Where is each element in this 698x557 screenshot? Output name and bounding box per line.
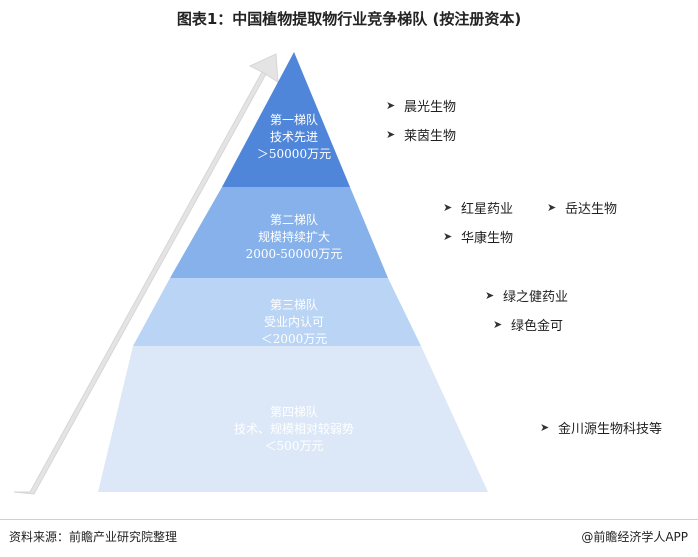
arrow-right-icon: ➤ xyxy=(493,318,503,331)
company-name: 华康生物 xyxy=(461,231,514,246)
tier-3-desc: 受业内认可 xyxy=(263,315,324,329)
company-item: ➤ 绿色金可 xyxy=(493,315,563,334)
company-item: ➤ 晨光生物 xyxy=(386,96,456,115)
company-name: 金川源生物科技等 xyxy=(558,422,663,437)
tier-2-label: 第二梯队 规模持续扩大 2000-50000万元 xyxy=(214,212,374,263)
tier-2-range: 2000-50000万元 xyxy=(245,247,343,261)
tier-4-range: ＜500万元 xyxy=(264,439,324,453)
tier-2-desc: 规模持续扩大 xyxy=(257,230,330,244)
company-name: 绿色金可 xyxy=(511,319,564,334)
tier-1-shape xyxy=(222,52,350,187)
tier-1-desc: 技术先进 xyxy=(269,130,318,144)
company-name: 晨光生物 xyxy=(404,100,457,115)
company-item: ➤ 华康生物 xyxy=(443,227,513,246)
chart-title: 图表1：中国植物提取物行业竞争梯队 (按注册资本) xyxy=(176,10,522,28)
tier-1-name: 第一梯队 xyxy=(269,113,318,127)
company-item: ➤ 岳达生物 xyxy=(547,198,617,217)
company-name: 红星药业 xyxy=(461,202,514,217)
arrow-right-icon: ➤ xyxy=(386,128,396,141)
tier-3-label: 第三梯队 受业内认可 ＜2000万元 xyxy=(214,297,374,348)
tier-4-shape xyxy=(98,346,488,492)
tier-1-label: 第一梯队 技术先进 ＞50000万元 xyxy=(224,112,364,163)
arrow-right-icon: ➤ xyxy=(547,201,557,214)
arrow-right-icon: ➤ xyxy=(443,230,453,243)
tier-1-range: ＞50000万元 xyxy=(256,147,332,161)
growth-arrow-icon xyxy=(13,53,279,495)
tier-3-shape xyxy=(133,278,421,346)
tier-3-name: 第三梯队 xyxy=(269,298,318,312)
tier-2-shape xyxy=(170,187,388,278)
arrow-right-icon: ➤ xyxy=(443,201,453,214)
tier-2-name: 第二梯队 xyxy=(269,213,318,227)
tier-4-label: 第四梯队 技术、规模相对较弱势 ＜500万元 xyxy=(194,404,394,455)
brand-credit: @前瞻经济学人APP xyxy=(581,530,688,544)
company-name: 绿之健药业 xyxy=(503,290,569,305)
tier-3-range: ＜2000万元 xyxy=(260,332,328,346)
company-item: ➤ 绿之健药业 xyxy=(485,286,568,305)
footer-divider xyxy=(0,519,698,520)
company-item: ➤ 莱茵生物 xyxy=(386,125,456,144)
company-name: 莱茵生物 xyxy=(404,129,457,144)
arrow-right-icon: ➤ xyxy=(485,289,495,302)
source-note: 资料来源：前瞻产业研究院整理 xyxy=(9,530,178,544)
company-item: ➤ 红星药业 xyxy=(443,198,513,217)
company-item: ➤ 金川源生物科技等 xyxy=(540,418,662,437)
tier-4-desc: 技术、规模相对较弱势 xyxy=(233,422,354,436)
arrow-right-icon: ➤ xyxy=(386,99,396,112)
arrow-right-icon: ➤ xyxy=(540,421,550,434)
company-name: 岳达生物 xyxy=(565,202,618,217)
tier-4-name: 第四梯队 xyxy=(269,405,318,419)
